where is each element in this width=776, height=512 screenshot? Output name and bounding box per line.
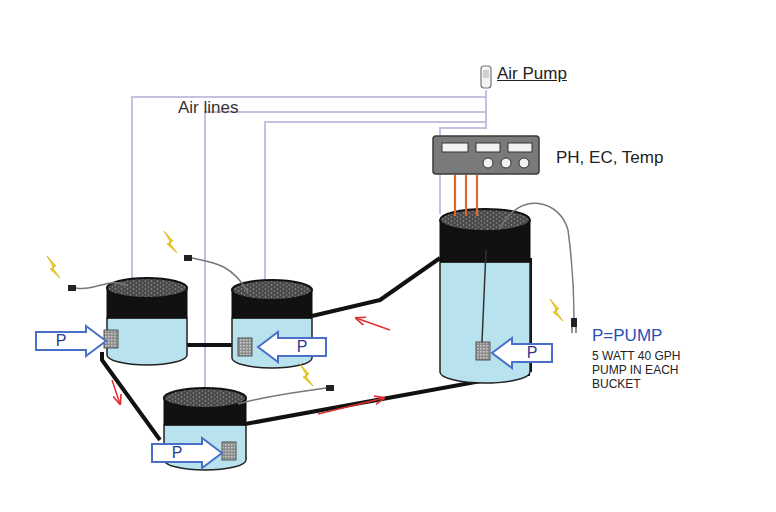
power-cord	[500, 203, 574, 318]
pump-note: 5 WATT 40 GPH PUMP IN EACH BUCKET	[592, 349, 704, 391]
plug	[184, 255, 192, 261]
pipe	[312, 258, 440, 316]
bucket	[164, 388, 246, 408]
air-pump-icon	[481, 66, 491, 88]
pump-arrow	[36, 326, 106, 356]
pump-letter: P	[152, 438, 222, 462]
air-pump-icon	[481, 66, 491, 88]
bucket	[222, 442, 236, 460]
air-pump-icon	[483, 70, 489, 78]
bucket	[104, 278, 187, 365]
pump-arrow: P	[152, 438, 222, 468]
power-bolt	[300, 364, 313, 386]
controller-box	[432, 135, 540, 175]
air-line-label: Air lines	[178, 98, 238, 118]
plug	[68, 285, 76, 291]
bucket	[107, 318, 187, 365]
reservoir	[482, 250, 486, 342]
plug	[326, 385, 334, 391]
pump-arrow	[492, 338, 552, 368]
flow-arrow	[112, 380, 120, 404]
pipe	[186, 343, 233, 347]
plug	[68, 255, 577, 391]
air-line	[132, 90, 486, 282]
power-bolt	[550, 299, 563, 321]
pump-arrow	[36, 326, 106, 356]
controller-label: PH, EC, Temp	[556, 148, 663, 168]
power-cord	[76, 283, 128, 289]
power-cord	[192, 258, 248, 292]
pump-arrow: P	[492, 338, 552, 368]
plug	[572, 327, 576, 333]
controller-box	[508, 143, 532, 152]
pump-arrow: P	[36, 326, 106, 356]
pump-arrow	[152, 438, 222, 468]
controller-box: PH, EC, Temp	[432, 135, 540, 175]
probe-wire	[476, 175, 478, 216]
pump-arrow	[152, 438, 222, 468]
probe-wire	[465, 175, 467, 216]
power-bolt	[164, 231, 177, 253]
pump-arrow	[258, 332, 326, 362]
reservoir	[440, 209, 530, 231]
pump-key: P=PUMP	[592, 326, 662, 346]
bucket	[107, 278, 187, 298]
device-label: Air Pump	[497, 64, 567, 84]
controller-box	[433, 136, 539, 174]
bucket	[104, 330, 118, 348]
bucket	[238, 338, 252, 356]
reservoir	[476, 342, 490, 360]
pump-letter: P	[492, 338, 552, 362]
probe-wire	[454, 175, 456, 216]
power-bolt	[47, 231, 563, 386]
power-cord	[238, 388, 326, 404]
pipe	[102, 258, 530, 440]
pump-letter: P	[36, 326, 106, 350]
bucket	[232, 280, 312, 300]
flow-arrow	[356, 318, 390, 330]
controller-box	[483, 158, 493, 168]
plug	[571, 318, 577, 327]
probe-wire	[455, 175, 477, 216]
pump-letter: P	[258, 332, 326, 356]
controller-box	[501, 158, 511, 168]
pump-arrow	[258, 332, 326, 362]
flow-arrow	[318, 398, 384, 414]
controller-box	[442, 143, 468, 152]
controller-box	[519, 158, 529, 168]
pump-arrow	[492, 338, 552, 368]
power-bolt	[47, 256, 60, 278]
controller-box	[476, 143, 500, 152]
pump-arrow: P	[258, 332, 326, 362]
power-cord	[76, 203, 574, 404]
